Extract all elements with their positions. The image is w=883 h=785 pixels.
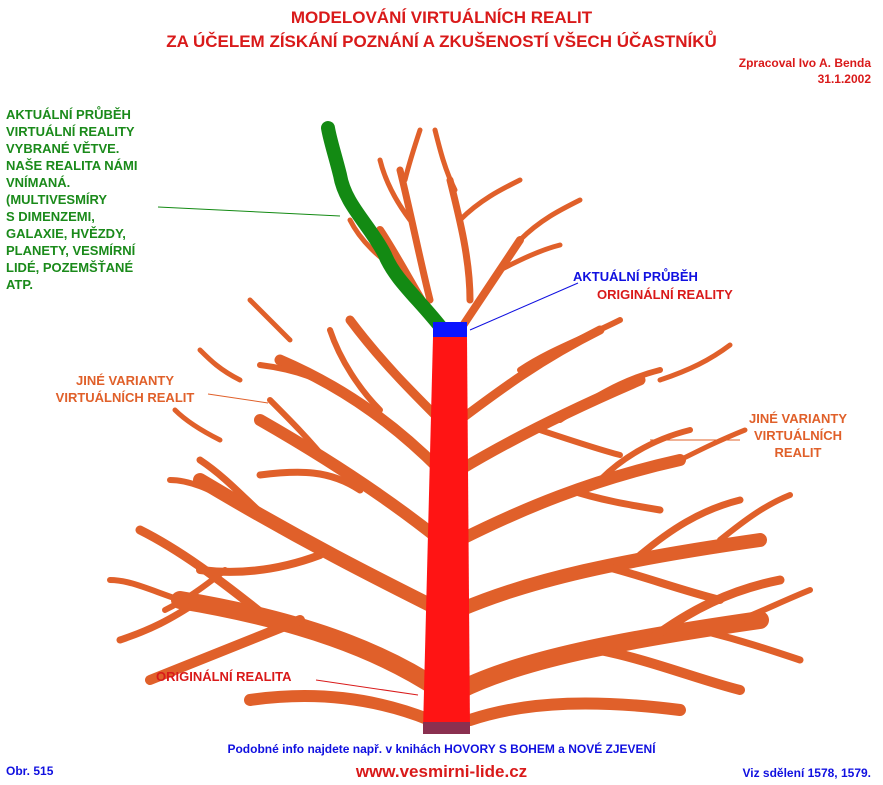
other-variants-left-line: JINÉ VARIANTY bbox=[76, 373, 174, 388]
selected-branch-label-line: ATP. bbox=[6, 277, 33, 292]
books-note: Podobné info najdete např. v knihách HOV… bbox=[0, 742, 883, 756]
page-title-line1: MODELOVÁNÍ VIRTUÁLNÍCH REALIT bbox=[290, 8, 593, 27]
page-title-line2: ZA ÚČELEM ZÍSKÁNÍ POZNÁNÍ A ZKUŠENOSTÍ V… bbox=[166, 32, 717, 51]
selected-branch-label-line: S DIMENZEMI, bbox=[6, 209, 95, 224]
other-variants-right-line: REALIT bbox=[774, 445, 822, 460]
pointer-current bbox=[469, 282, 579, 331]
current-original-label-line1: AKTUÁLNÍ PRŮBĚH bbox=[573, 269, 698, 284]
books-note-and: a bbox=[554, 742, 569, 756]
other-variants-left-label: JINÉ VARIANTY VIRTUÁLNÍCH REALIT bbox=[40, 372, 210, 406]
trunk-base bbox=[423, 722, 470, 734]
selected-branch-label-line: VNÍMANÁ. bbox=[6, 175, 71, 190]
website-link[interactable]: www.vesmirni-lide.cz bbox=[355, 762, 528, 781]
figure-number: Obr. 515 bbox=[6, 764, 54, 778]
date: 31.1.2002 bbox=[817, 72, 871, 86]
original-reality-label: ORIGINÁLNÍ REALITA bbox=[156, 669, 292, 684]
selected-branch-label-line: NAŠE REALITA NÁMI bbox=[6, 158, 138, 173]
current-original-marker bbox=[433, 322, 467, 337]
pointer-green bbox=[157, 206, 341, 217]
books-note-prefix: Podobné info najdete např. v knihách bbox=[227, 742, 445, 756]
message-reference: Viz sdělení 1578, 1579. bbox=[742, 766, 871, 780]
branches bbox=[107, 127, 813, 726]
selected-branch-label-line: PLANETY, VESMÍRNÍ bbox=[6, 243, 136, 258]
other-variants-right-line: VIRTUÁLNÍCH bbox=[753, 428, 843, 443]
selected-branch-label-line: VYBRANÉ VĚTVE. bbox=[6, 141, 120, 156]
pointer-original bbox=[315, 679, 419, 696]
current-original-label-line2: ORIGINÁLNÍ REALITY bbox=[597, 287, 733, 302]
book-title-zjeveni: NOVÉ ZJEVENÍ bbox=[568, 742, 656, 756]
trunk bbox=[423, 337, 470, 730]
selected-branch-label-line: AKTUÁLNÍ PRŮBĚH bbox=[6, 107, 131, 122]
selected-branch-label-line: GALAXIE, HVĚZDY, bbox=[6, 226, 126, 241]
selected-branch-label: AKTUÁLNÍ PRŮBĚH VIRTUÁLNÍ REALITY VYBRAN… bbox=[6, 106, 137, 293]
author: Zpracoval Ivo A. Benda bbox=[738, 56, 871, 70]
other-variants-right-line: JINÉ VARIANTY bbox=[749, 411, 847, 426]
selected-branch bbox=[321, 121, 450, 337]
selected-branch-label-line: (MULTIVESMÍRY bbox=[6, 192, 108, 207]
selected-branch-label-line: LIDÉ, POZEMŠŤANÉ bbox=[6, 260, 134, 275]
selected-branch-label-line: VIRTUÁLNÍ REALITY bbox=[6, 124, 135, 139]
book-title-hovory: HOVORY S BOHEM bbox=[444, 742, 555, 756]
other-variants-right-label: JINÉ VARIANTY VIRTUÁLNÍCH REALIT bbox=[728, 410, 868, 461]
pointer-left bbox=[207, 393, 269, 404]
other-variants-left-line: VIRTUÁLNÍCH REALIT bbox=[55, 390, 195, 405]
